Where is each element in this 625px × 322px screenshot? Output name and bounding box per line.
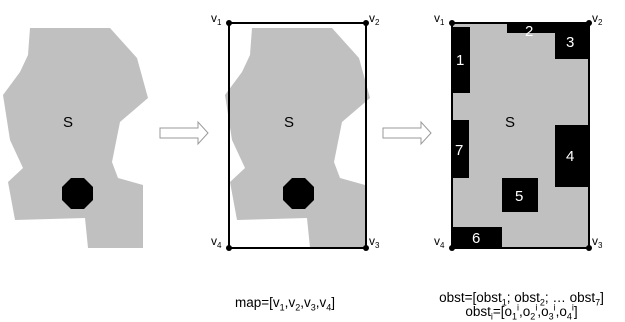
map-boundary [228, 22, 367, 249]
left-octagon-obstacle [62, 178, 93, 209]
middle-octagon-obstacle [283, 178, 314, 209]
middle-v3-label: v3 [369, 234, 380, 250]
obstacle-7-label: 7 [455, 142, 463, 159]
middle-v1-label: v1 [211, 11, 222, 27]
right-map-boundary [451, 22, 590, 249]
obstacle-4-label: 4 [566, 148, 574, 165]
obst-caption: obst=[obst1; obst2; … obst7] obsti=[o1i,… [419, 290, 624, 322]
obstacle-2-label: 2 [525, 23, 533, 40]
map-vertex-v4 [226, 245, 232, 251]
middle-panel: S v1 v2 v3 v4 [211, 11, 380, 251]
left-region-label: S [63, 114, 73, 131]
map-caption-v4: v4 [319, 295, 332, 313]
map-caption-v2: v2, [288, 295, 304, 313]
obstacle-5-label: 5 [515, 188, 523, 205]
map-vertex-v3 [363, 245, 369, 251]
map-vertex-v1 [226, 20, 232, 26]
middle-v4-label: v4 [211, 234, 222, 250]
right-vertex-v1 [449, 20, 455, 26]
map-vertex-v2 [363, 20, 369, 26]
obstacle-1 [452, 27, 470, 93]
obst-caption-line2: obsti=[o1i,o2i,o3i,o4i] [465, 302, 578, 322]
right-region-label: S [505, 114, 515, 131]
obstacle-3-label: 3 [566, 34, 574, 51]
obstacle-3 [555, 23, 589, 59]
right-v1-label: v1 [434, 11, 445, 27]
obstacle-1-label: 1 [456, 52, 464, 69]
map-caption: map=[v1,v2,v3,v4] [235, 295, 336, 313]
right-v2-label: v2 [592, 11, 603, 27]
right-v4-label: v4 [434, 234, 445, 250]
obstacle-4 [555, 125, 589, 187]
right-panel: S 1 2 3 4 5 6 7 v1 v2 v3 v4 [434, 11, 603, 251]
right-v3-label: v3 [592, 234, 603, 250]
arrow-2 [382, 120, 432, 146]
obstacle-7 [452, 120, 469, 178]
map-caption-v1: v1, [272, 295, 289, 313]
map-caption-v3: v3, [303, 295, 320, 313]
obstacle-6-label: 6 [472, 230, 480, 247]
right-vertex-v4 [449, 245, 455, 251]
right-vertex-v2 [586, 20, 592, 26]
obstacle-2 [507, 23, 555, 33]
arrow-1 [159, 120, 209, 146]
obstacle-6 [452, 227, 502, 248]
obstacle-5 [502, 178, 538, 212]
middle-v2-label: v2 [369, 11, 380, 27]
middle-region-shape [225, 28, 370, 248]
left-region-shape [3, 28, 148, 248]
obst-caption-line1: obst=[obst1; obst2; … obst7] [439, 290, 604, 308]
right-vertex-v3 [586, 245, 592, 251]
left-panel: S [3, 28, 148, 248]
middle-region-label: S [284, 114, 294, 131]
